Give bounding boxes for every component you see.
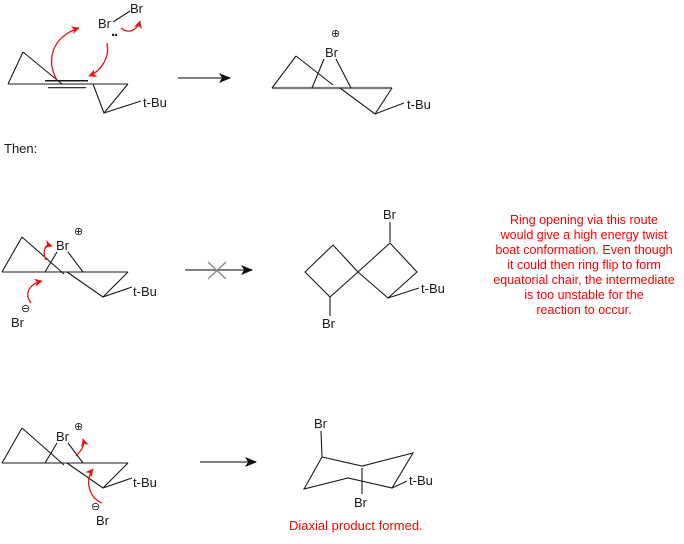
twistboat-br-top-label: Br — [383, 207, 396, 222]
bromide-label: Br — [11, 315, 24, 330]
chair-tbu-label: t-Bu — [409, 473, 433, 488]
curved-electron-arrows-step3 — [75, 438, 103, 504]
curved-electron-arrows-step1 — [50, 20, 142, 81]
bromonium-intermediate-bottom-structure — [1, 427, 133, 489]
chair-product-structure — [302, 430, 415, 494]
lone-pair-dots: ·· — [111, 27, 119, 44]
then-label: Then: — [4, 141, 38, 156]
minus-charge-icon: ⊖ — [21, 303, 31, 315]
diaxial-caption: Diaxial product formed. — [289, 518, 423, 533]
note-line: equatorial chair, the intermediate — [493, 273, 675, 287]
bromonium-br-label: Br — [56, 238, 69, 253]
twistboat-tbu-label: t-Bu — [421, 281, 445, 296]
curved-electron-arrows-step2 — [27, 240, 53, 304]
br2-attacking-label: Br — [98, 16, 111, 31]
alkene-tbu-label: t-Bu — [143, 95, 167, 110]
bromide-label: Br — [96, 513, 109, 528]
chair-br-axial-up-label: Br — [314, 416, 327, 431]
crossed-reaction-arrow — [185, 261, 253, 280]
bromine-molecule-bond — [112, 10, 131, 23]
plus-charge-icon: ⊕ — [74, 421, 84, 433]
intermediate-tbu-label: t-Bu — [133, 284, 157, 299]
note-line: reaction to occur. — [536, 303, 632, 317]
bromonium-br-label: Br — [56, 429, 69, 444]
twist-boat-note: Ring opening via this route would give a… — [484, 213, 684, 318]
twistboat-br-bottom-label: Br — [322, 316, 335, 331]
chair-br-axial-down-label: Br — [354, 495, 367, 510]
bromonium-br-label: Br — [325, 45, 338, 60]
bromonium-intermediate-mid-structure — [1, 236, 133, 298]
note-line: boat conformation. Even though — [495, 243, 673, 257]
twist-boat-product-structure — [304, 222, 420, 316]
br2-top-label: Br — [130, 1, 143, 16]
minus-charge-icon: ⊖ — [91, 501, 101, 513]
note-line: is too unstable for the — [524, 288, 644, 302]
intermediate-tbu-label: t-Bu — [133, 475, 157, 490]
cyclohexene-halfchair-structure — [7, 51, 142, 115]
plus-charge-icon: ⊕ — [74, 226, 84, 238]
product-tbu-label: t-Bu — [407, 97, 431, 112]
note-line: Ring opening via this route — [509, 213, 658, 227]
note-line: it could then ring flip to form — [507, 258, 661, 272]
plus-charge-icon: ⊕ — [331, 28, 341, 40]
bromonium-product-structure — [271, 55, 405, 115]
note-line: would give a high energy twist — [500, 228, 668, 242]
